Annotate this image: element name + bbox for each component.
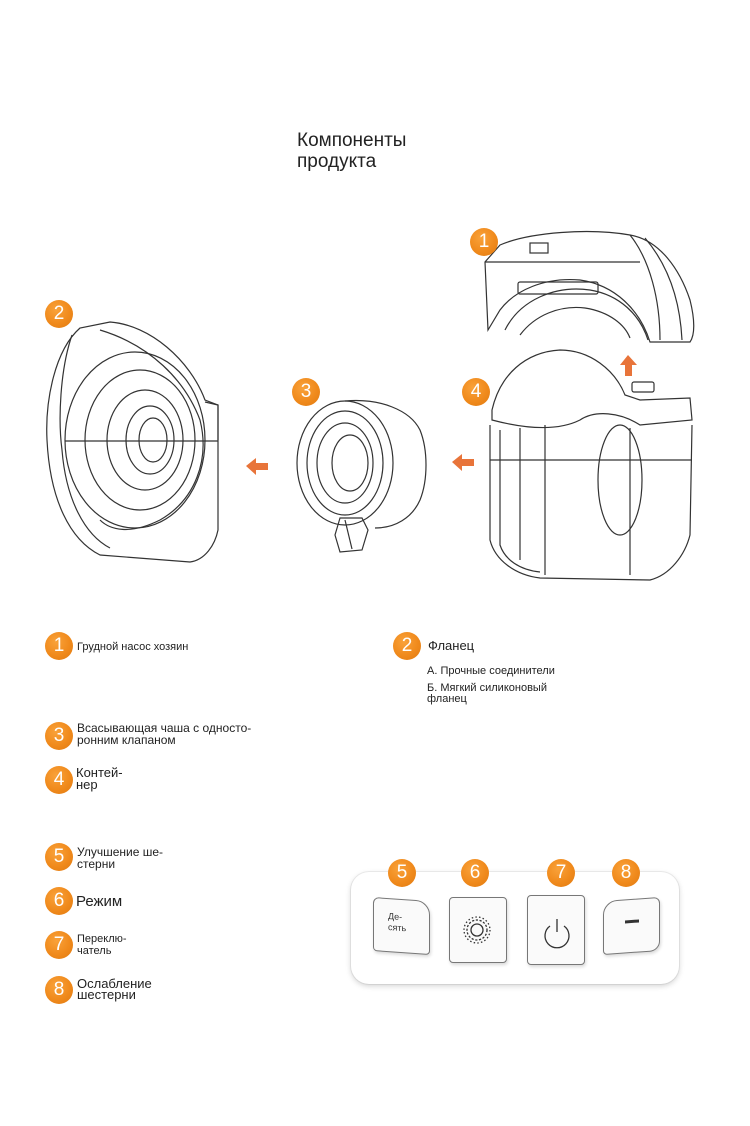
legend-badge-2: 2 [393, 632, 421, 660]
exploded-diagram [46, 230, 695, 581]
legend-badge-8: 8 [45, 976, 73, 1004]
legend-badge-1: 1 [45, 632, 73, 660]
panel-badge-5: 5 [388, 859, 416, 887]
legend-label-8-line1: Ослабление [77, 976, 152, 991]
panel-button-5-line2: сять [388, 922, 407, 934]
flange-illustration [46, 321, 219, 563]
panel-button-5-label: Де- сять [388, 911, 406, 934]
control-panel: Де- сять [351, 872, 679, 984]
legend-badge-6: 6 [45, 887, 73, 915]
legend-label-8-line2: шестерни [77, 987, 136, 1002]
legend-badge-3: 3 [45, 722, 73, 750]
callout-badge-3: 3 [292, 378, 320, 406]
panel-button-5: Де- сять [373, 897, 430, 955]
legend-sub-b-line2: фланец [427, 693, 467, 705]
legend-label-5-line1: Улучшение ше- [77, 845, 164, 859]
pump-host-illustration [484, 230, 695, 343]
panel-button-7 [527, 895, 585, 965]
legend-sub-a: А. Прочные соединители [427, 665, 555, 677]
arrow-left-1 [246, 458, 268, 475]
callout-badge-1: 1 [470, 228, 498, 256]
minus-icon [625, 919, 639, 924]
title-line-1: Компоненты [297, 130, 407, 151]
legend-label-8: Ослабление шестерни [77, 976, 152, 1002]
legend-label-5-line2: стерни [77, 857, 116, 871]
legend-label-3: Всасывающая чаша с односто- ронним клапа… [77, 722, 251, 746]
arrow-up [620, 355, 637, 376]
legend-badge-4: 4 [45, 766, 73, 794]
legend-label-5: Улучшение ше- стерни [77, 846, 163, 870]
legend-label-1: Грудной насос хозяин [77, 641, 189, 653]
power-icon [544, 919, 570, 949]
panel-badge-8: 8 [612, 859, 640, 887]
callout-badge-2: 2 [45, 300, 73, 328]
legend-sub-b-line1: Б. Мягкий силиконовый [427, 682, 547, 694]
legend-label-7: Переклю- чатель [77, 933, 127, 957]
page-title: Компоненты продукта [297, 130, 497, 172]
legend-label-2: Фланец [428, 638, 475, 653]
callout-badge-4: 4 [462, 378, 490, 406]
panel-badge-7: 7 [547, 859, 575, 887]
legend-label-7-line2: чатель [77, 945, 112, 957]
panel-button-8 [603, 897, 660, 955]
legend-label-4: Контей- нер [76, 765, 123, 792]
panel-badge-6: 6 [461, 859, 489, 887]
legend-label-6: Режим [76, 893, 123, 910]
legend-label-4-line1: Контей- [76, 765, 123, 780]
legend-label-4-line2: нер [76, 777, 98, 792]
container-illustration [489, 349, 693, 581]
legend-badge-7: 7 [45, 931, 73, 959]
title-line-2: продукта [297, 151, 377, 172]
suction-cup-illustration [296, 399, 427, 553]
legend-badge-5: 5 [45, 843, 73, 871]
arrow-left-2 [452, 454, 474, 471]
gear-icon [463, 916, 491, 944]
panel-button-6 [449, 897, 507, 963]
legend-label-7-line1: Переклю- [77, 933, 127, 945]
legend-label-3-line2: ронним клапаном [77, 733, 176, 747]
legend-label-3-line1: Всасывающая чаша с односто- [77, 721, 252, 735]
